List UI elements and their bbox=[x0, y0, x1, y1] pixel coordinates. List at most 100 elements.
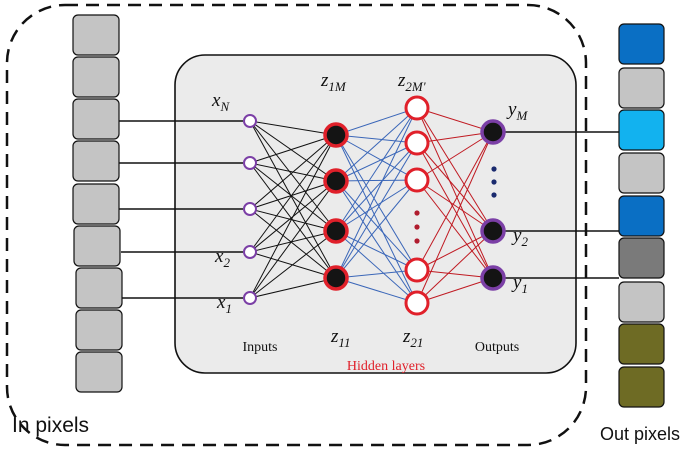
input-hidden-edge bbox=[249, 208, 337, 232]
hidden-output-edge bbox=[416, 179, 494, 232]
hidden-output-edge bbox=[416, 277, 494, 304]
hidden-hidden-edge bbox=[335, 134, 418, 271]
node-label-z-11: z11 bbox=[330, 326, 350, 350]
hidden-hidden-edge bbox=[335, 179, 418, 279]
outer-dashed-frame bbox=[5, 3, 588, 447]
network-edges bbox=[249, 107, 494, 304]
hidden-hidden-edge bbox=[335, 142, 418, 182]
node-label-y-M: yM bbox=[506, 99, 528, 123]
input-pixel bbox=[73, 225, 121, 267]
node-label-x-1: x1 bbox=[216, 292, 232, 316]
input-hidden-edge bbox=[249, 120, 337, 136]
pixel-wires bbox=[119, 120, 619, 299]
hidden-hidden-edge bbox=[335, 134, 418, 144]
output-pixel bbox=[618, 67, 665, 109]
hidden-layer-1-node bbox=[323, 168, 349, 194]
hidden-hidden-edge bbox=[335, 142, 418, 232]
input-pixel bbox=[75, 267, 123, 309]
input-hidden-edge bbox=[249, 230, 337, 253]
hidden-output-edge bbox=[416, 179, 494, 279]
hidden-output-edge bbox=[416, 107, 494, 279]
input-pixel bbox=[72, 14, 120, 56]
node-label-z-2M: z2M' bbox=[397, 70, 426, 94]
hidden-hidden-edge bbox=[335, 230, 418, 271]
input-hidden-edge bbox=[249, 120, 337, 232]
input-pixel bbox=[75, 309, 123, 351]
hidden-hidden-edge bbox=[335, 142, 418, 279]
input-hidden-edge bbox=[249, 208, 337, 279]
hidden-hidden-edge bbox=[335, 179, 418, 232]
input-hidden-edge bbox=[249, 162, 337, 232]
input-pixel-column bbox=[72, 14, 123, 393]
hidden-layer-1-node bbox=[323, 122, 349, 148]
hidden-hidden-edge bbox=[335, 107, 418, 136]
in-pixels-label: In pixels bbox=[12, 414, 89, 437]
output-pixel bbox=[618, 237, 665, 279]
input-hidden-edge bbox=[249, 134, 337, 210]
input-hidden-edge bbox=[249, 277, 337, 299]
input-hidden-edge bbox=[249, 134, 337, 253]
hidden-layer-2-node bbox=[404, 257, 430, 283]
hidden-layer-2-node bbox=[404, 130, 430, 156]
hidden-hidden-edge bbox=[335, 269, 418, 279]
hidden-hidden-edge bbox=[335, 179, 418, 182]
hidden-hidden-edge bbox=[335, 180, 418, 304]
hidden-output-edge bbox=[416, 107, 494, 232]
hidden-hidden-edge bbox=[335, 230, 418, 304]
input-node bbox=[243, 114, 257, 128]
output-pixel bbox=[618, 152, 665, 194]
input-pixel bbox=[72, 56, 120, 98]
hidden-layers-label: Hidden layers bbox=[347, 359, 425, 374]
hidden-layer-1-node bbox=[323, 265, 349, 291]
node-label-z-1M: z1M bbox=[320, 70, 347, 94]
input-node bbox=[243, 156, 257, 170]
input-pixel bbox=[72, 140, 120, 182]
hidden-output-edge bbox=[416, 142, 494, 279]
output-ellipsis bbox=[491, 166, 497, 198]
node-label-y-1: y1 bbox=[511, 272, 528, 296]
output-node bbox=[480, 218, 506, 244]
output-pixel bbox=[618, 366, 665, 408]
input-node bbox=[243, 245, 257, 259]
input-pixel bbox=[72, 98, 120, 140]
output-node bbox=[480, 265, 506, 291]
input-hidden-edge bbox=[249, 134, 337, 164]
hidden-hidden-edge bbox=[335, 180, 418, 271]
input-hidden-edge bbox=[249, 230, 337, 299]
hidden-layer-2-node bbox=[404, 95, 430, 121]
hidden-hidden-edge bbox=[335, 134, 418, 304]
output-pixel bbox=[618, 195, 665, 237]
output-pixel bbox=[618, 281, 665, 323]
output-pixel-column bbox=[618, 23, 665, 408]
output-pixel bbox=[618, 23, 665, 65]
hidden-output-edge bbox=[416, 107, 494, 133]
hidden-hidden-edge bbox=[335, 277, 418, 304]
input-hidden-edge bbox=[249, 120, 337, 279]
hidden-output-edge bbox=[416, 230, 494, 271]
outputs-label: Outputs bbox=[475, 340, 519, 355]
hidden-output-edge bbox=[416, 131, 494, 181]
hidden-layer-2-node bbox=[404, 290, 430, 316]
node-label-x-2: x2 bbox=[214, 246, 230, 270]
input-node bbox=[243, 202, 257, 216]
hidden-hidden-edge bbox=[335, 107, 418, 232]
hidden-hidden-edge bbox=[335, 107, 418, 279]
input-node bbox=[243, 291, 257, 305]
output-node bbox=[480, 119, 506, 145]
hidden-output-edge bbox=[416, 142, 494, 232]
hidden-output-edge bbox=[416, 230, 494, 304]
input-hidden-edge bbox=[249, 180, 337, 299]
hidden-hidden-edge bbox=[335, 134, 418, 181]
hidden-output-edge bbox=[416, 131, 494, 144]
network-nodes bbox=[243, 95, 506, 316]
hidden-layer-1-node bbox=[323, 218, 349, 244]
input-hidden-edge bbox=[249, 134, 337, 299]
output-pixel bbox=[618, 109, 665, 151]
hidden-layer-2-node bbox=[404, 167, 430, 193]
node-label-y-2: y2 bbox=[511, 225, 528, 249]
hidden-layer-ellipsis bbox=[414, 210, 420, 244]
node-label-x-N: xN bbox=[211, 90, 230, 114]
hidden-output-edge bbox=[416, 131, 494, 271]
input-hidden-edge bbox=[249, 120, 337, 182]
